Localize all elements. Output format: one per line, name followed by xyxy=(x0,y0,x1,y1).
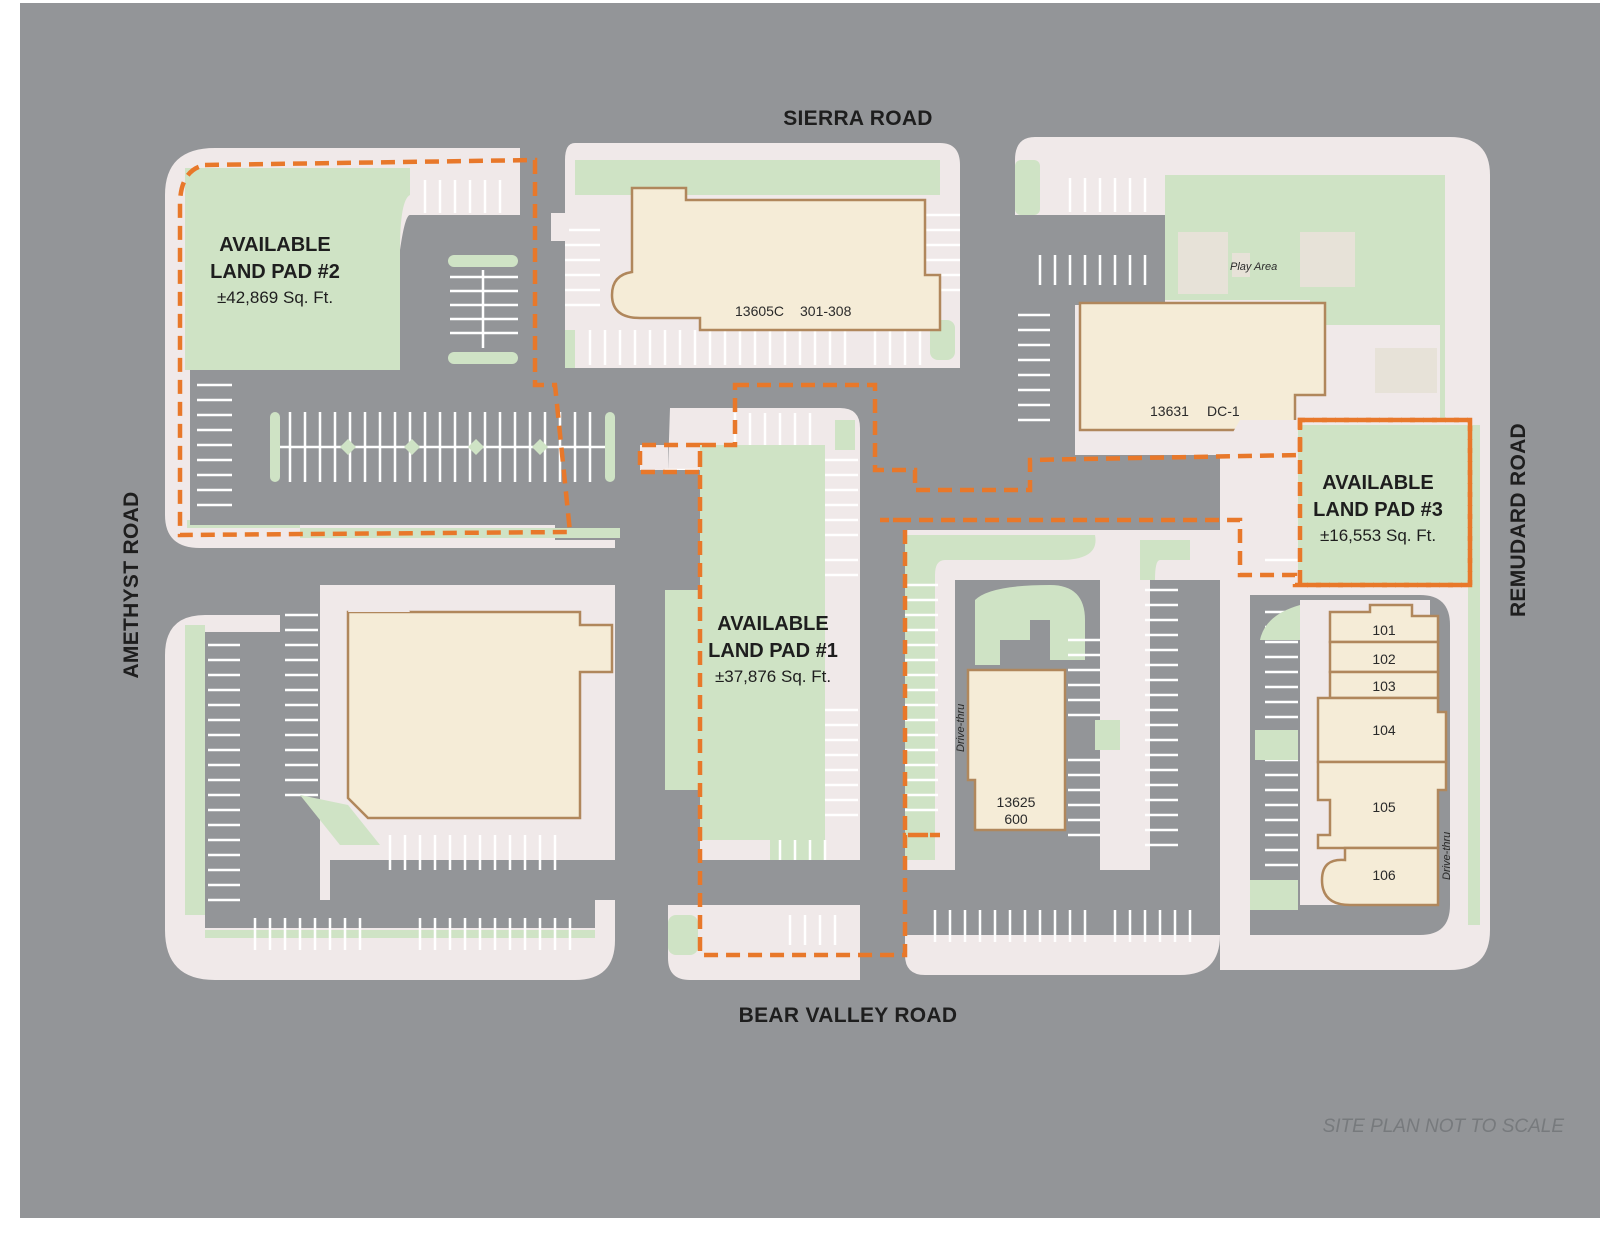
pad-3-landscape xyxy=(1298,425,1468,585)
building-13631-address: 13631 xyxy=(1150,403,1189,419)
suite-building xyxy=(1316,603,1448,907)
building-13631 xyxy=(1078,301,1327,432)
building-13631-suites: DC-1 xyxy=(1207,403,1240,419)
pad-1-title: AVAILABLE xyxy=(717,613,828,635)
south-center-block: 13625 600 Drive-thru xyxy=(905,530,1293,975)
suite-label-105: 105 xyxy=(1372,799,1396,815)
anchor-building xyxy=(346,610,614,820)
building-13605 xyxy=(610,186,942,332)
west-north-block xyxy=(165,148,620,548)
west-south-block xyxy=(165,585,615,980)
pad-3-area: ±16,553 Sq. Ft. xyxy=(1320,526,1436,545)
suite-label-102: 102 xyxy=(1372,651,1396,667)
pad-1-landscape xyxy=(700,445,825,860)
center-block xyxy=(640,408,860,980)
pad-2-boundary xyxy=(177,157,573,538)
pad-1-boundary xyxy=(637,382,1473,958)
road-label-west: AMETHYST ROAD xyxy=(120,491,143,678)
pad-1-subtitle: LAND PAD #1 xyxy=(708,640,838,662)
north-center-block: 13605C 301-308 xyxy=(551,143,960,368)
building-13625 xyxy=(966,668,1067,832)
northeast-block: Play Area 13631 DC-1 xyxy=(1015,137,1490,455)
pad-3-subtitle: LAND PAD #3 xyxy=(1313,499,1443,521)
drive-thru-label-east: Drive-thru xyxy=(1441,832,1453,880)
suite-105 xyxy=(1316,760,1448,850)
building-13605-address: 13605C xyxy=(735,303,784,319)
pad-2-landscape xyxy=(185,168,410,370)
suite-102 xyxy=(1328,640,1440,674)
east-block: 101 102 103 104 105 106 Drive-thru xyxy=(1220,420,1490,970)
building-13625-address: 13625 xyxy=(997,794,1036,810)
building-13605-suites: 301-308 xyxy=(800,303,852,319)
scale-note: SITE PLAN NOT TO SCALE xyxy=(1323,1116,1565,1137)
suite-label-106: 106 xyxy=(1372,867,1396,883)
pad-2-subtitle: LAND PAD #2 xyxy=(210,261,340,283)
drive-thru-label-west: Drive-thru xyxy=(955,704,967,752)
pad-1-area: ±37,876 Sq. Ft. xyxy=(715,667,831,686)
pad-3-title: AVAILABLE xyxy=(1322,472,1433,494)
pad-3-boundary xyxy=(1297,417,1473,588)
road-label-south: BEAR VALLEY ROAD xyxy=(739,1004,958,1027)
play-area-lawn xyxy=(1165,175,1445,420)
building-13625-suites: 600 xyxy=(1004,811,1028,827)
suite-106 xyxy=(1320,846,1440,907)
road-label-north: SIERRA ROAD xyxy=(783,107,933,130)
play-area-label: Play Area xyxy=(1230,261,1277,273)
pad-boundaries xyxy=(177,157,1473,958)
suite-label-104: 104 xyxy=(1372,722,1396,738)
parking-stalls xyxy=(423,180,502,213)
suite-label-101: 101 xyxy=(1372,622,1396,638)
pad-2-title: AVAILABLE xyxy=(219,234,330,256)
suite-label-103: 103 xyxy=(1372,678,1396,694)
pad-2-area: ±42,869 Sq. Ft. xyxy=(217,288,333,307)
road-label-east: REMUDARD ROAD xyxy=(1507,423,1530,617)
